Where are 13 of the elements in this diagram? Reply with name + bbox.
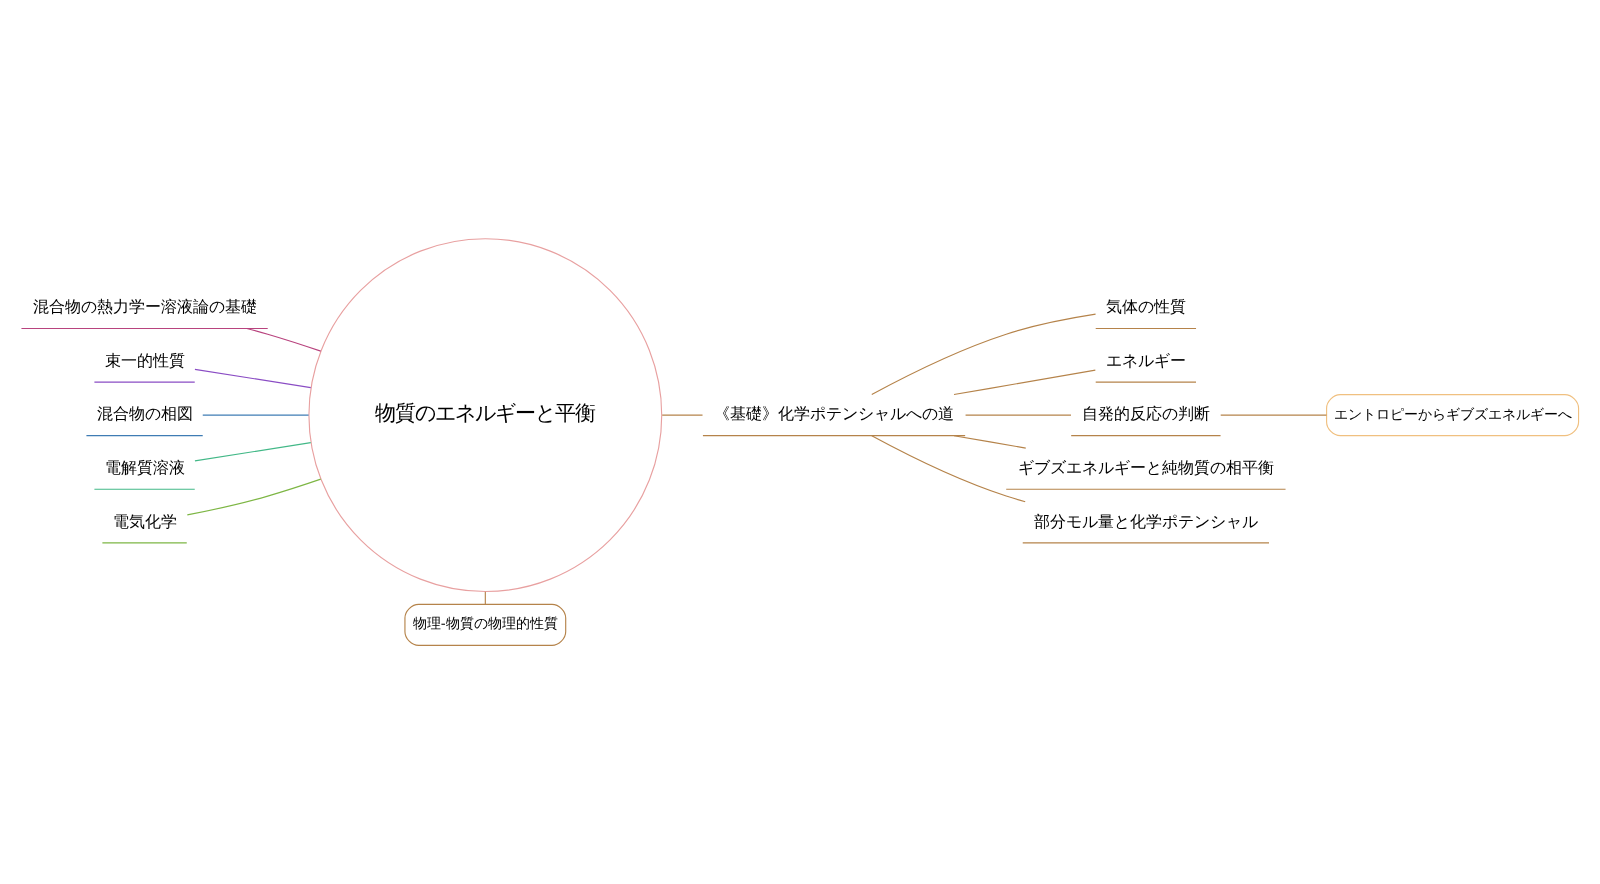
connector: [186, 478, 322, 516]
connector: [202, 414, 310, 416]
connector: [965, 414, 1072, 416]
connector: [194, 368, 312, 389]
connector: [246, 327, 322, 352]
connector: [1220, 414, 1328, 416]
connector: [194, 442, 312, 462]
connector: [953, 369, 1096, 396]
connector: [953, 435, 1027, 449]
node-circle: 物質のエネルギーと平衡: [308, 238, 663, 593]
connector: [661, 414, 704, 416]
connector: [871, 313, 1097, 395]
connector: [871, 435, 1026, 503]
